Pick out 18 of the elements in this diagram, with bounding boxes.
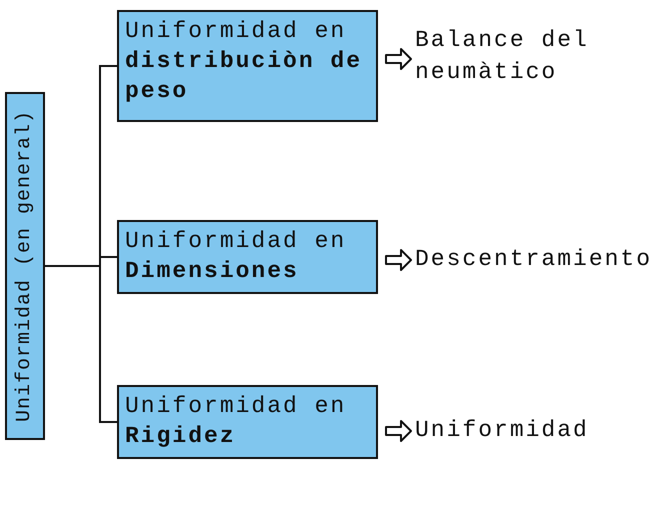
node-heading: Balance del neumàtico <box>415 27 589 85</box>
node-subheading: Dimensiones <box>125 257 300 286</box>
node-heading: Uniformidad en <box>125 17 348 46</box>
node-heading: Descentramiento <box>415 246 652 272</box>
category-box <box>117 10 378 122</box>
node-heading: Uniformidad (en general) <box>12 110 37 422</box>
hollow-arrow <box>385 48 412 70</box>
hollow-arrow <box>385 420 412 442</box>
node-subheading: distribuciòn de peso <box>125 47 364 106</box>
connector-line <box>45 265 117 423</box>
category-box <box>5 92 45 440</box>
node-heading: Uniformidad en <box>125 227 348 256</box>
category-box <box>117 385 378 459</box>
node-heading: Uniformidad en <box>125 392 348 421</box>
category-box <box>117 220 378 294</box>
node-heading: Uniformidad <box>415 417 589 443</box>
hollow-arrow <box>385 249 412 271</box>
node-subheading: Rigidez <box>125 422 237 451</box>
